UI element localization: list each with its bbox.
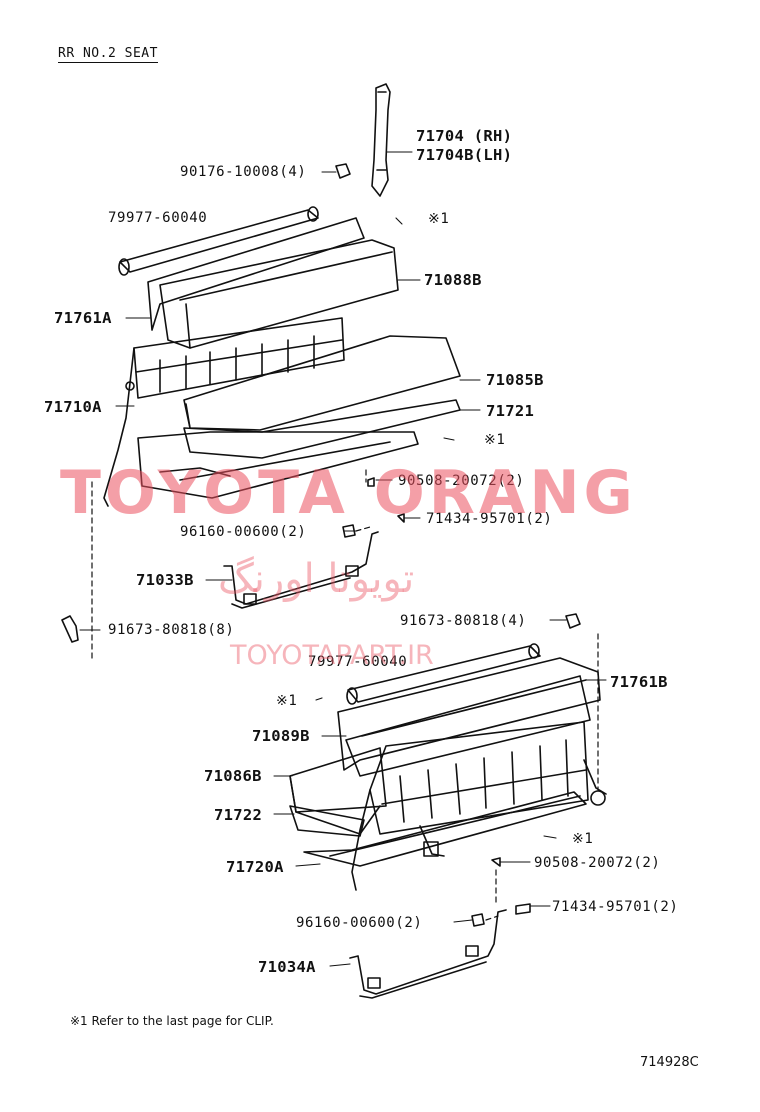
upper-back-frame-71761a: [147, 217, 365, 331]
part-label-71089b[interactable]: 71089B: [252, 727, 310, 745]
part-label-71721[interactable]: 71721: [486, 402, 535, 420]
bolt-90176: [335, 163, 351, 179]
bolt-91673-left: [61, 615, 79, 643]
upper-seat-base-plate: [137, 431, 419, 499]
clip-ref-1: ※1: [428, 211, 450, 227]
part-label-71720a[interactable]: 71720A: [226, 858, 284, 876]
leader-dashes-lower: [485, 633, 599, 921]
part-label-90508-upper[interactable]: 90508-20072(2): [398, 473, 525, 489]
part-label-91673-left[interactable]: 91673-80818(8): [108, 622, 235, 638]
lower-pad-79977: [346, 643, 541, 705]
part-label-71434-lower[interactable]: 71434-95701(2): [552, 899, 679, 915]
part-label-71710a[interactable]: 71710A: [44, 398, 102, 416]
watermark-persian: تویوتا اورنگ: [218, 556, 415, 602]
clip-71434-lower: [515, 903, 531, 915]
clip-90508-upper: [367, 477, 375, 487]
clip-ref-4: ※1: [572, 831, 594, 847]
upper-back-cushion-71088b: [159, 239, 399, 349]
bar-71033b: [223, 531, 379, 609]
lower-back-cushion-71089b: [345, 675, 591, 777]
clip-ref-2: ※1: [484, 432, 506, 448]
part-label-71034a[interactable]: 71034A: [258, 958, 316, 976]
lower-seat-frame: [351, 721, 607, 891]
clip-footnote: ※1 Refer to the last page for CLIP.: [70, 1014, 274, 1028]
clip-90508-lower: [491, 857, 501, 867]
upper-seat-cushion-71085b: [183, 335, 461, 431]
lower-back-frame-71761b: [337, 657, 601, 771]
part-label-91673-right[interactable]: 91673-80818(4): [400, 613, 527, 629]
part-label-71704b[interactable]: 71704B(LH): [416, 146, 513, 164]
part-label-71761b[interactable]: 71761B: [610, 673, 668, 691]
diagram-code: 714928C: [640, 1055, 699, 1070]
bolt-91673-right: [565, 613, 581, 629]
nut-96160-upper: [342, 524, 356, 538]
clip-ref-3: ※1: [276, 693, 298, 709]
part-label-71722[interactable]: 71722: [214, 806, 263, 824]
diagram-title: RR NO.2 SEAT: [58, 46, 158, 63]
callout-lines-lower: [273, 619, 607, 967]
belt-strap-71704: [371, 83, 391, 197]
lower-seat-cushion-71086b: [289, 747, 387, 835]
callout-lines-upper: [79, 151, 481, 631]
part-label-79977-upper[interactable]: 79977-60040: [108, 210, 208, 226]
upper-pad-79977: [118, 206, 319, 276]
part-label-96160-upper[interactable]: 96160-00600(2): [180, 524, 307, 540]
part-label-71088b[interactable]: 71088B: [424, 271, 482, 289]
part-label-71085b[interactable]: 71085B: [486, 371, 544, 389]
part-label-71704[interactable]: 71704 (RH): [416, 127, 513, 145]
nut-96160-lower: [471, 913, 485, 927]
part-label-90176[interactable]: 90176-10008(4): [180, 164, 307, 180]
part-label-71761a[interactable]: 71761A: [54, 309, 112, 327]
bar-71034a: [349, 909, 507, 999]
lower-base-plate-71720a: [303, 791, 587, 867]
part-label-71434-upper[interactable]: 71434-95701(2): [426, 511, 553, 527]
upper-seat-frame-71710a: [103, 317, 345, 507]
watermark-url: TOYOTAPART.IR: [230, 640, 434, 671]
part-label-71086b[interactable]: 71086B: [204, 767, 262, 785]
part-label-96160-lower[interactable]: 96160-00600(2): [296, 915, 423, 931]
lower-seat-pad-71722: [289, 805, 365, 837]
part-label-90508-lower[interactable]: 90508-20072(2): [534, 855, 661, 871]
part-label-79977-lower[interactable]: 79977-60040: [308, 654, 408, 670]
part-label-71033b[interactable]: 71033B: [136, 571, 194, 589]
watermark-brand: TOYOTA ORANG: [60, 458, 637, 528]
